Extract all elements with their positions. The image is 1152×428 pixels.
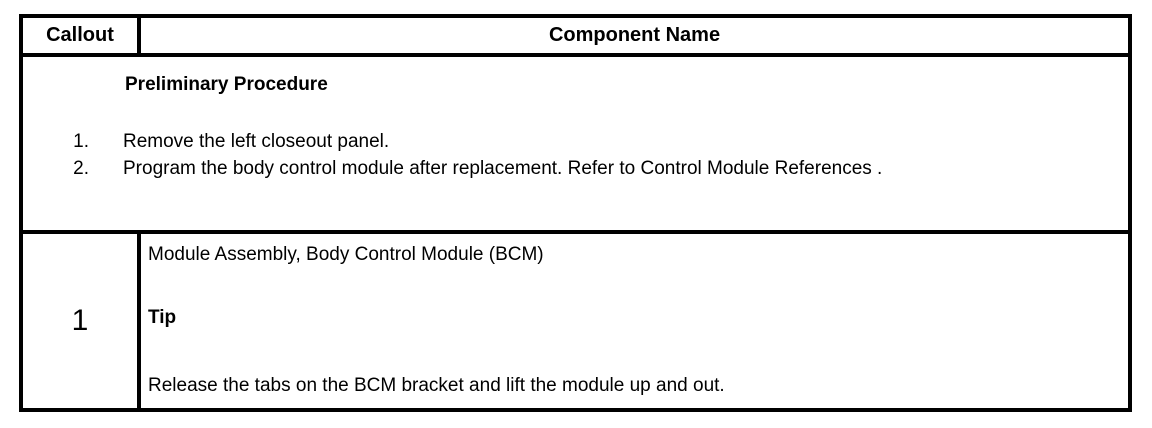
preliminary-procedure-cell: Preliminary Procedure 1. Remove the left… (23, 57, 1128, 234)
step-number: 2. (73, 158, 89, 179)
list-item: 2. Program the body control module after… (23, 155, 1128, 182)
preliminary-steps-list: 1. Remove the left closeout panel. 2. Pr… (23, 128, 1128, 182)
list-item: 1. Remove the left closeout panel. (23, 128, 1128, 155)
table-header-row: Callout Component Name (23, 18, 1128, 57)
callout-component-table: Callout Component Name Preliminary Proce… (19, 14, 1132, 412)
step-text: Remove the left closeout panel. (123, 131, 390, 152)
step-number: 1. (73, 131, 89, 152)
callout-number-cell: 1 (23, 234, 141, 408)
step-text: Program the body control module after re… (123, 158, 883, 179)
tip-label: Tip (148, 307, 177, 328)
component-cell: Module Assembly, Body Control Module (BC… (141, 234, 1128, 408)
callout-number: 1 (71, 304, 89, 337)
callout-column-header: Callout (23, 18, 141, 53)
table-row: 1 Module Assembly, Body Control Module (… (23, 234, 1128, 408)
component-name-text: Module Assembly, Body Control Module (BC… (148, 244, 544, 265)
component-name-column-header: Component Name (548, 24, 721, 46)
preliminary-procedure-title: Preliminary Procedure (125, 74, 328, 95)
tip-text: Release the tabs on the BCM bracket and … (148, 375, 725, 396)
